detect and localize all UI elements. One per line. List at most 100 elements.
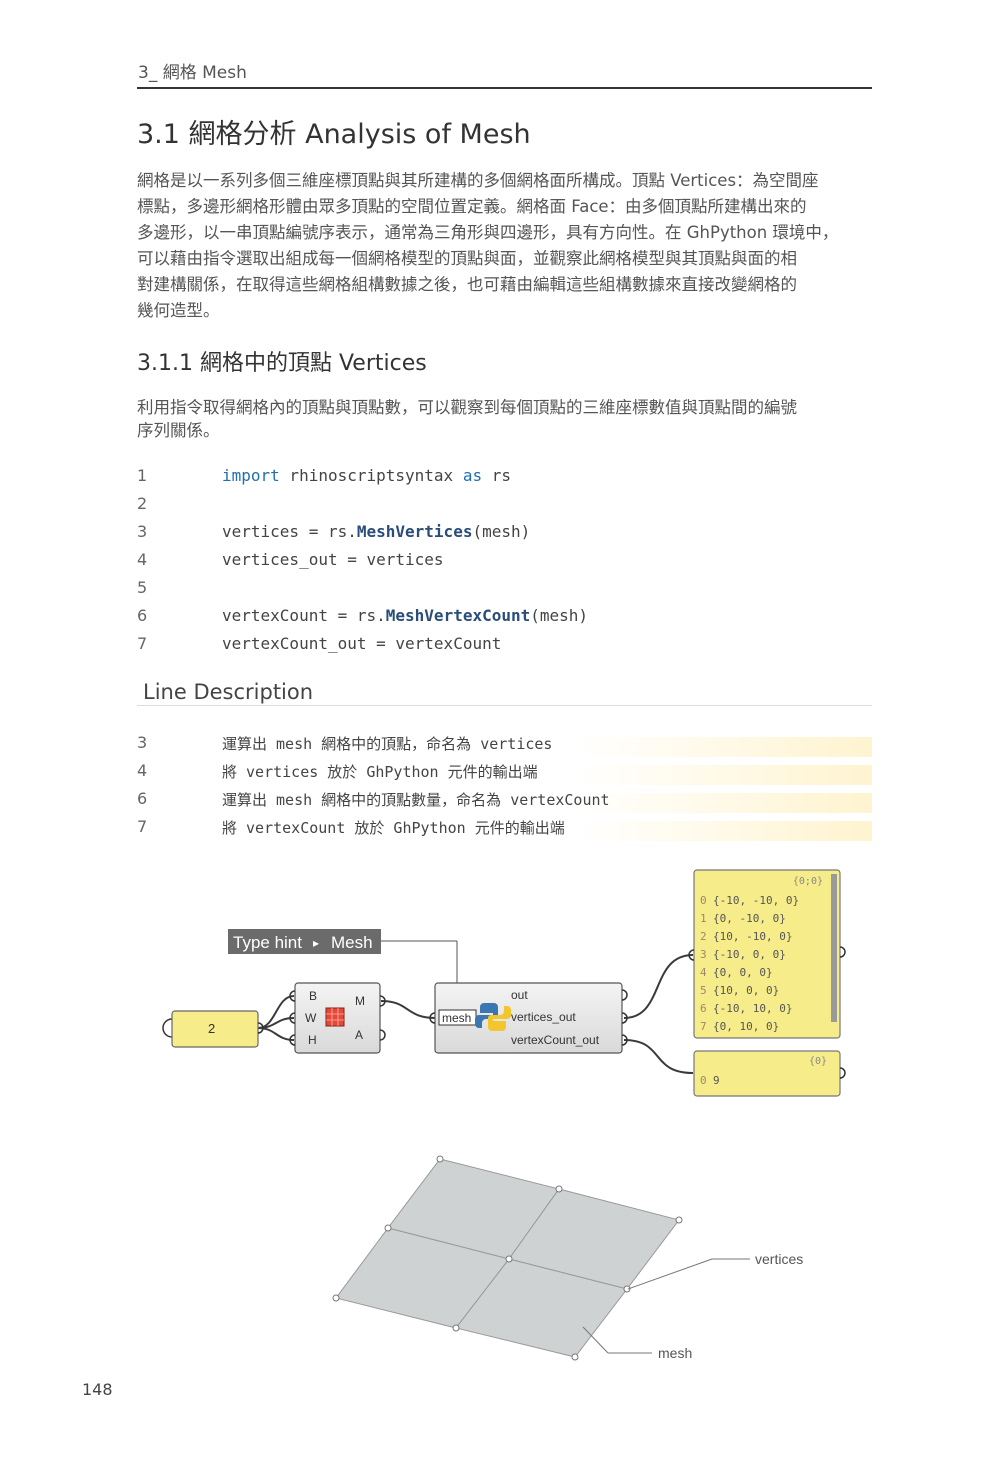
row-highlight: [577, 821, 872, 841]
code-keyword: import: [222, 466, 280, 485]
panel-row-value: {0, 10, 0}: [713, 1020, 779, 1033]
description-row: 7 將 vertexCount 放於 GhPython 元件的輸出端: [137, 817, 872, 845]
code-plain: rhinoscriptsyntax: [279, 466, 463, 485]
panel-row-value: {-10, -10, 0}: [713, 894, 799, 907]
code-function: MeshVertexCount: [385, 606, 531, 625]
row-highlight: [577, 737, 872, 757]
mesh-diagram: vertices mesh: [332, 1155, 803, 1361]
component-body[interactable]: [434, 982, 623, 1054]
output-label-m: M: [355, 994, 365, 1008]
panel-row-index: 7: [700, 1020, 707, 1033]
description-row: 4 將 vertices 放於 GhPython 元件的輸出端: [137, 761, 872, 789]
description-row: 6 運算出 mesh 網格中的頂點數量，命名為 vertexCount: [137, 789, 872, 817]
mesh-plane-icon: [325, 1007, 345, 1027]
subsection-line: 利用指令取得網格內的頂點與頂點數，可以觀察到每個頂點的三維座標數值與頂點間的編號: [137, 398, 797, 417]
code-plain: vertexCount = rs.: [222, 606, 386, 625]
chapter-header: 3_ 網格 Mesh: [138, 63, 247, 83]
input-label-h: H: [308, 1033, 317, 1047]
input-label-w: W: [305, 1011, 317, 1025]
panel-row-index: 2: [700, 930, 707, 943]
subsection-line: 序列關係。: [137, 421, 220, 440]
code-text: vertexCount_out = vertexCount: [222, 634, 502, 653]
header-rule: [137, 87, 872, 89]
ghpython-component[interactable]: mesh out vertices_out vertexCount_out: [434, 982, 623, 1054]
subsection-paragraph: 利用指令取得網格內的頂點與頂點數，可以觀察到每個頂點的三維座標數值與頂點間的編號…: [137, 396, 875, 442]
panel-row-index: 3: [700, 948, 707, 961]
wire-python-panel: [623, 954, 694, 1019]
panel-row-index: 6: [700, 1002, 707, 1015]
vertices-panel[interactable]: {0;0} 0 {-10, -10, 0} 1 {0, -10, 0} 2 {1…: [688, 869, 846, 1039]
input-label-mesh: mesh: [442, 1011, 471, 1025]
label-vertices: vertices: [755, 1251, 803, 1267]
section-title: 3.1 網格分析 Analysis of Mesh: [137, 119, 531, 150]
panel-row-value: {-10, 0, 0}: [713, 948, 786, 961]
intro-line: 多邊形，以一串頂點編號序表示，通常為三角形與四邊形，具有方向性。在 GhPyth…: [137, 223, 839, 242]
wire-python-panel: [623, 1039, 694, 1074]
line-number: 3: [137, 522, 148, 541]
type-hint-type: Mesh: [331, 933, 373, 952]
intro-paragraph: 網格是以一系列多個三維座標頂點與其所建構的多個網格面所構成。頂點 Vertice…: [137, 168, 875, 324]
panel-output-grip: [839, 946, 846, 958]
mesh-vertices: [332, 1155, 683, 1361]
panel-row-value: {10, -10, 0}: [713, 930, 792, 943]
output-label-a: A: [355, 1028, 363, 1042]
vertex-count-panel[interactable]: {0} 0 9: [693, 1050, 846, 1097]
panel-row-index: 4: [700, 966, 707, 979]
panel-row-index: 1: [700, 912, 707, 925]
line-number: 6: [137, 606, 148, 625]
line-number: 5: [137, 578, 148, 597]
component-grips: [257, 989, 628, 1046]
line-description-rule: [137, 705, 872, 706]
code-plain: (mesh): [530, 606, 589, 625]
intro-line: 對建構關係，在取得這些網格組構數據之後，也可藉由編輯這些組構數據來直接改變網格的: [137, 275, 797, 294]
leader-vertices: [627, 1258, 713, 1290]
leader-mesh: [582, 1326, 609, 1354]
description-row: 3 運算出 mesh 網格中的頂點，命名為 vertices: [137, 733, 872, 761]
line-number: 6: [137, 789, 148, 808]
label-mesh: mesh: [658, 1345, 692, 1361]
line-number: 1: [137, 466, 148, 485]
line-number: 7: [137, 634, 148, 653]
intro-line: 網格是以一系列多個三維座標頂點與其所建構的多個網格面所構成。頂點 Vertice…: [137, 171, 819, 190]
row-highlight: [577, 765, 872, 785]
code-text: vertices = rs.MeshVertices(mesh): [222, 522, 530, 541]
panel-input-grip: [688, 949, 695, 961]
line-number: 3: [137, 733, 148, 752]
intro-line: 幾何造型。: [137, 301, 220, 320]
wire-plane-python: [380, 1000, 437, 1019]
line-number: 2: [137, 494, 148, 513]
panel-row-index: 5: [700, 984, 707, 997]
panel-row-value: {0, 0, 0}: [713, 966, 773, 979]
panel-body[interactable]: [693, 1050, 841, 1097]
code-plain: rs: [482, 466, 511, 485]
panel-rows: 0 {-10, -10, 0} 1 {0, -10, 0} 2 {10, -10…: [700, 894, 799, 1033]
panel-row-index: 0: [700, 1074, 707, 1087]
intro-line: 可以藉由指令選取出組成每一個網格模型的頂點與面，並觀察此網格模型與其頂點與面的相: [137, 249, 797, 268]
panel-scrollbar[interactable]: [831, 874, 837, 1022]
page-number: 148: [82, 1380, 113, 1399]
output-label-vertexcount-out: vertexCount_out: [511, 1033, 600, 1047]
input-label-b: B: [309, 989, 317, 1003]
type-hint-arrow: ▸: [313, 936, 319, 950]
code-keyword: as: [462, 466, 483, 485]
line-number: 7: [137, 817, 148, 836]
panel-body[interactable]: [693, 869, 841, 1039]
number-box[interactable]: [171, 1010, 259, 1048]
output-label-out: out: [511, 988, 528, 1002]
description-text: 運算出 mesh 網格中的頂點數量，命名為 vertexCount: [222, 791, 610, 809]
description-text: 運算出 mesh 網格中的頂點，命名為 vertices: [222, 735, 553, 753]
number-input[interactable]: 2: [162, 1010, 259, 1048]
description-text: 將 vertices 放於 GhPython 元件的輸出端: [222, 763, 538, 781]
mesh-plane-component[interactable]: B W H M A: [294, 982, 381, 1054]
subsection-title: 3.1.1 網格中的頂點 Vertices: [137, 351, 427, 376]
intro-line: 標點，多邊形網格形體由眾多頂點的空間位置定義。網格面 Face：由多個頂點所建構…: [137, 197, 807, 216]
panel-row-value: {10, 0, 0}: [713, 984, 779, 997]
code-text: import rhinoscriptsyntax as rs: [222, 466, 511, 485]
panel-row-value: 9: [713, 1074, 720, 1087]
panel-path-header: {0}: [809, 1056, 827, 1067]
line-number: 4: [137, 550, 148, 569]
panel-output-grip: [839, 1067, 846, 1079]
output-label-vertices-out: vertices_out: [511, 1010, 576, 1024]
input-grip: [162, 1018, 173, 1038]
